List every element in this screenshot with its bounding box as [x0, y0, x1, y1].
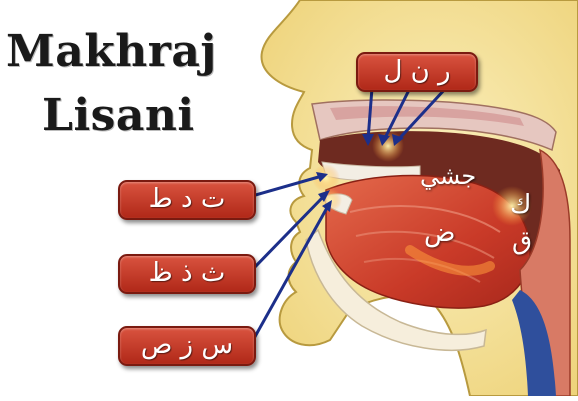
- label-tongue-tip-lower-teeth: س ز ص: [118, 326, 256, 366]
- letter-back-upper: ك: [510, 190, 531, 220]
- letter-middle-tongue: جشي: [420, 162, 476, 190]
- label-tongue-tip-edges: ث ذ ظ: [118, 254, 256, 294]
- page-title-line-1: Makhraj: [6, 26, 217, 77]
- letter-back-lower: ق: [512, 226, 532, 256]
- label-tongue-ridge: ر ن ل: [356, 52, 478, 92]
- label-tongue-tip-teeth: ت د ط: [118, 180, 256, 220]
- page-title-line-2: Lisani: [42, 90, 195, 141]
- letter-side-tongue: ض: [424, 218, 455, 248]
